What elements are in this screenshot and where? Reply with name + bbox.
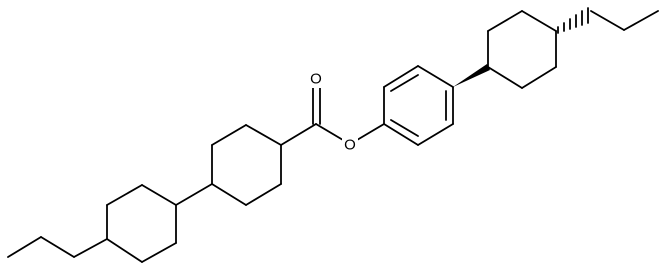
ester-oxygen-atom: O (342, 136, 358, 154)
left-propyl-chain (7, 236, 108, 258)
benzene-ring (383, 65, 454, 146)
cyclohexane-ring-right (487, 10, 557, 89)
aromatic-inner-bond-3 (390, 119, 419, 137)
ester-oxygen-label: O (344, 137, 356, 154)
carbonyl-oxygen-atom: O (308, 70, 324, 88)
cyclohexane-ring-middle (211, 124, 282, 206)
hashed-wedge-bond (557, 7, 589, 34)
ring-linking-bond (175, 183, 213, 206)
right-propyl-chain (590, 10, 659, 31)
cyclohexane-ring-left (106, 184, 177, 263)
ester-group (280, 85, 385, 146)
carbonyl-oxygen-label: O (310, 71, 322, 88)
aromatic-inner-bond-1 (390, 74, 419, 92)
wedge-bond-right (453, 64, 490, 87)
